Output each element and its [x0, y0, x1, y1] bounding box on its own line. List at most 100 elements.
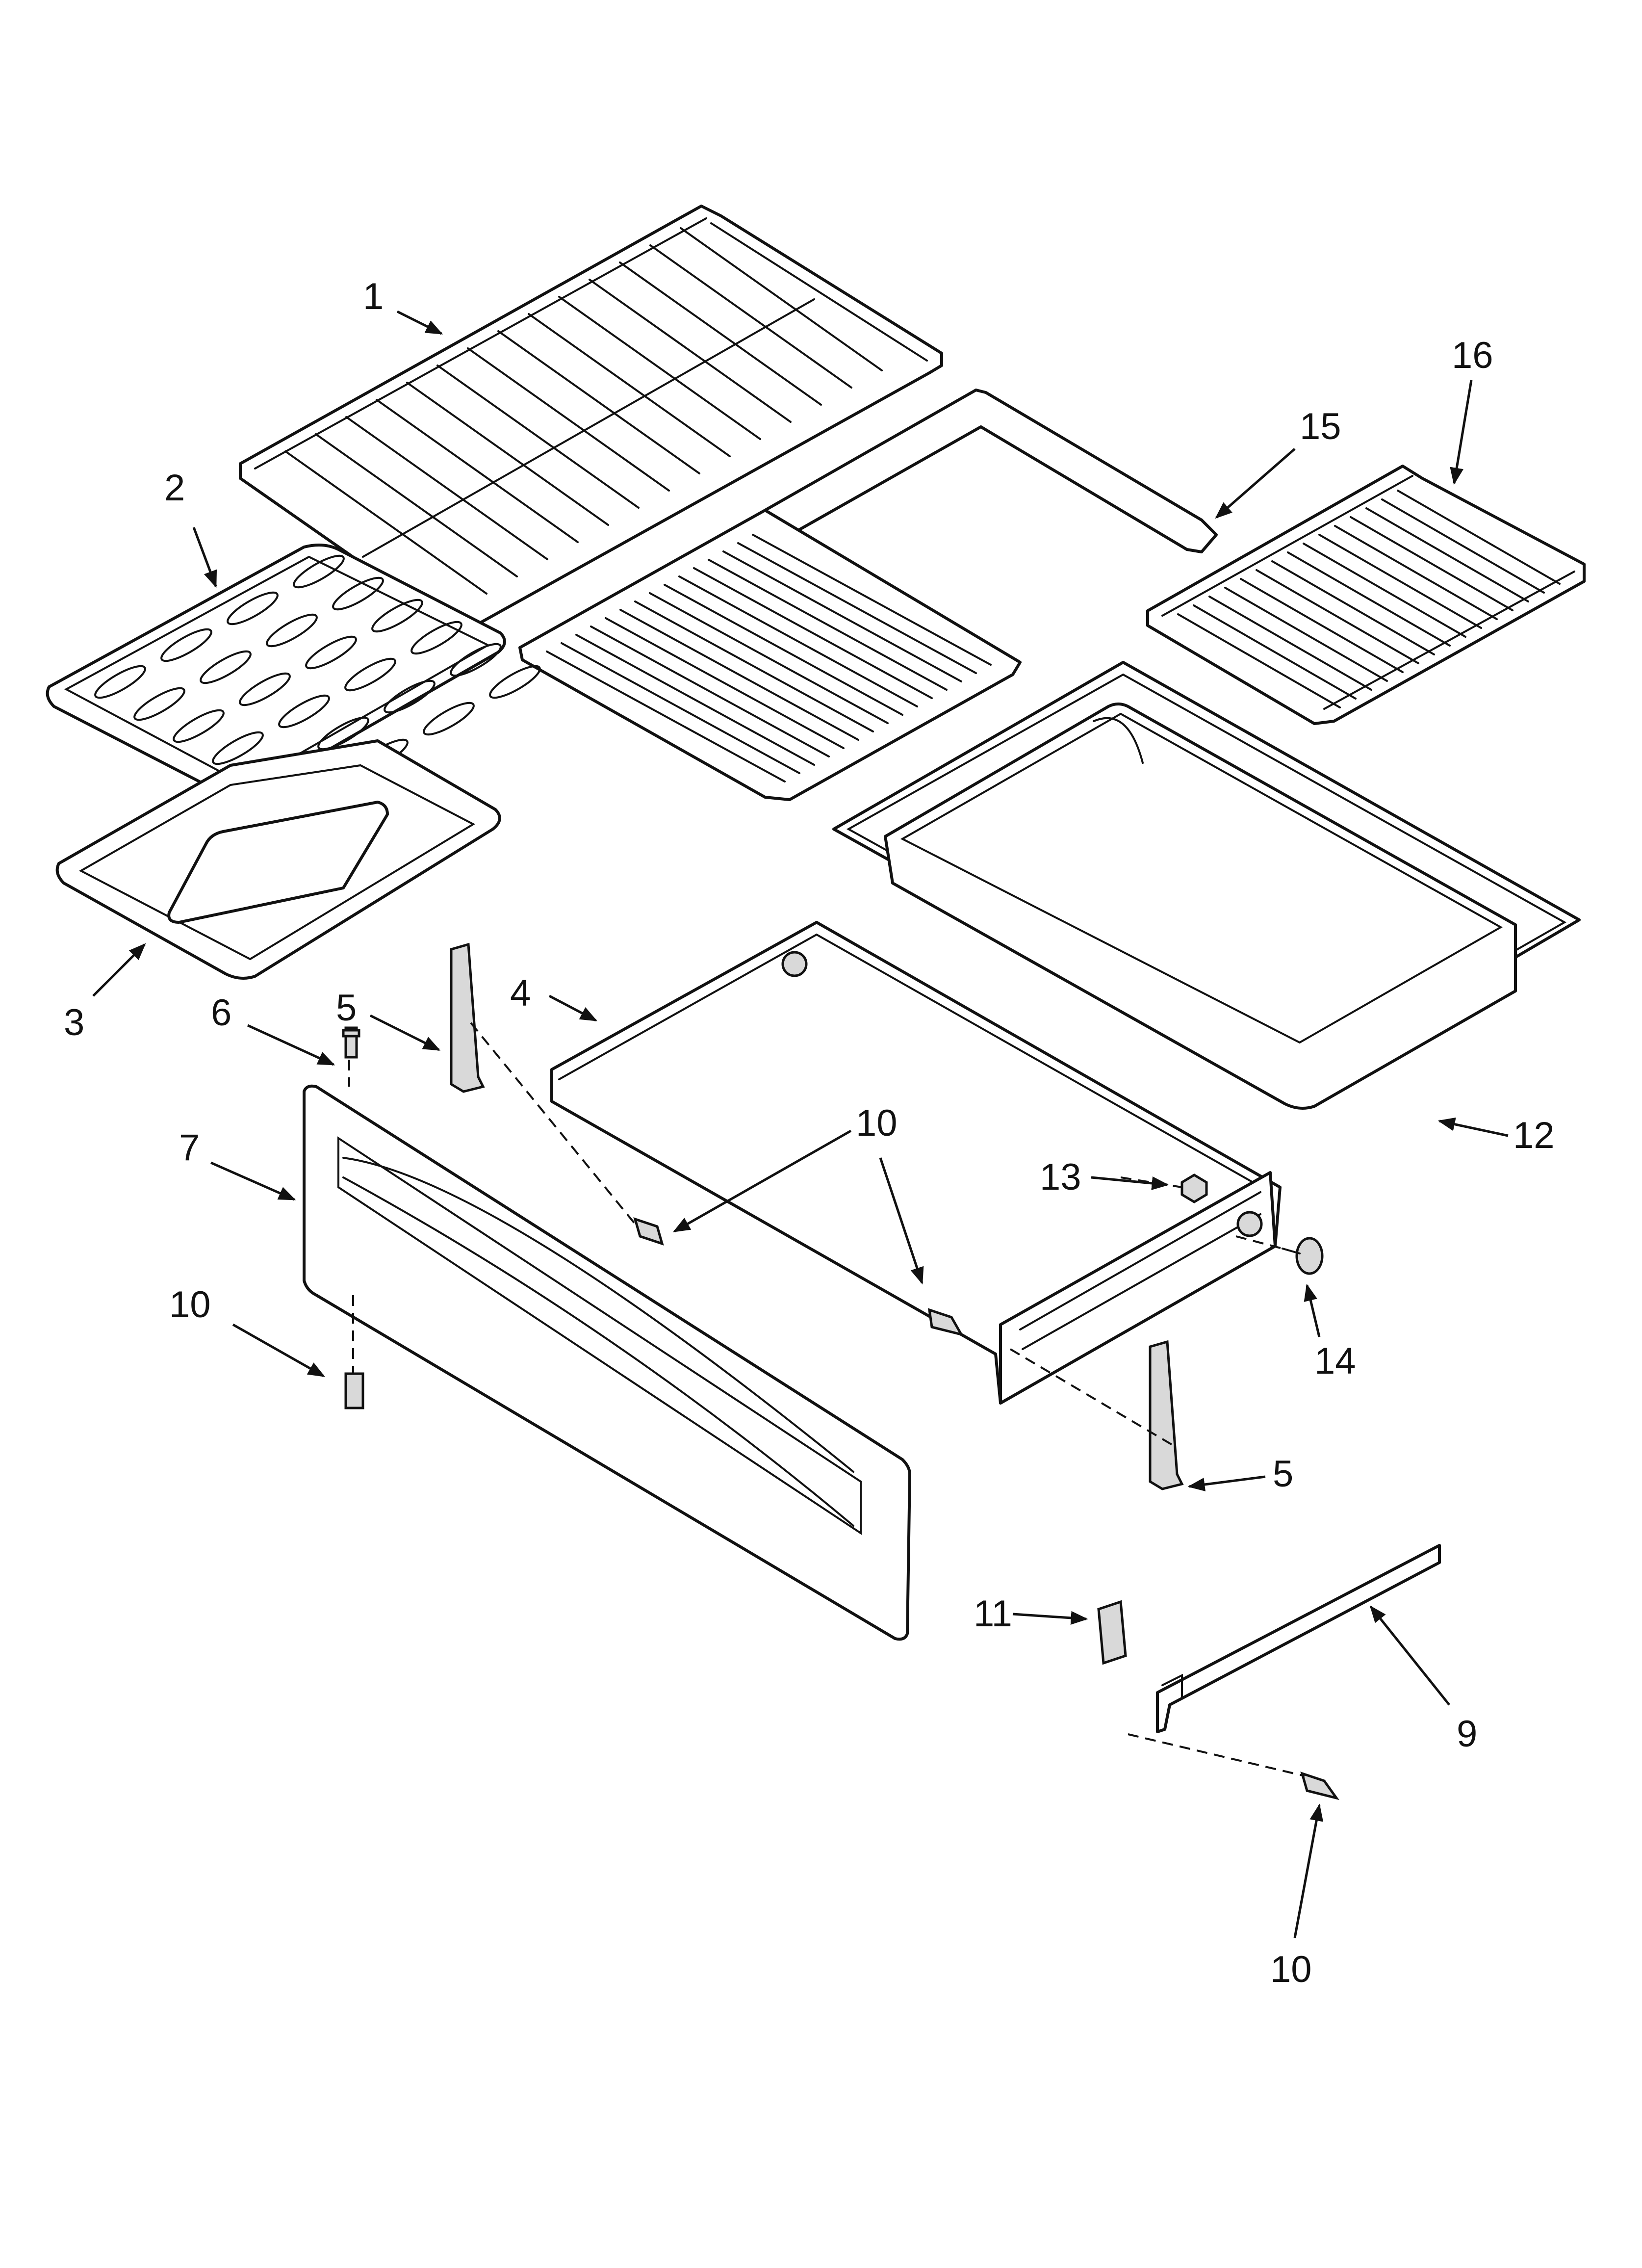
grid-slot	[305, 635, 357, 670]
rack-wire	[678, 575, 918, 707]
callout-12: 12	[1513, 1115, 1555, 1156]
rack-wire	[1303, 543, 1466, 638]
nut	[1180, 1173, 1208, 1203]
rack-wire	[590, 626, 830, 757]
screw-part-6	[342, 1026, 360, 1059]
rack-wire	[284, 450, 487, 595]
rack-wire	[1397, 490, 1561, 585]
rack-wire	[664, 584, 903, 716]
callout-10c: 10	[1270, 1949, 1312, 1990]
rack-wire	[561, 642, 800, 774]
small-rack	[1146, 465, 1586, 725]
rack-wire	[649, 592, 889, 724]
callout-10b: 10	[169, 1284, 211, 1326]
drawer-rail	[1156, 1544, 1441, 1733]
grid-slot	[410, 621, 462, 655]
rack-wire	[546, 651, 786, 782]
rack-wire	[1177, 613, 1341, 708]
grid-slot	[266, 613, 318, 648]
grid-slot	[344, 657, 396, 692]
grid-slot	[489, 665, 541, 699]
rack-wire	[619, 261, 822, 406]
callout-11: 11	[974, 1593, 1012, 1635]
rack-wire	[406, 382, 609, 526]
callout-13: 13	[1040, 1156, 1081, 1198]
callout-5b: 5	[1273, 1453, 1293, 1495]
callout-15: 15	[1300, 406, 1341, 447]
rack-wire	[1208, 596, 1372, 691]
rack-wire	[436, 365, 640, 509]
rack-wire	[605, 617, 845, 749]
grid-slot	[450, 643, 502, 677]
screw-part-10-b	[927, 1308, 964, 1336]
grid-slot	[293, 554, 345, 589]
grid-slot	[278, 694, 330, 729]
rack-wire	[497, 330, 700, 474]
callout-16: 16	[1452, 335, 1493, 376]
callout-3: 3	[64, 1002, 84, 1043]
broiler-pan	[55, 739, 501, 980]
callout-4: 4	[510, 972, 531, 1014]
grid-slot	[94, 665, 146, 699]
grid-slot	[332, 576, 384, 611]
drawer-front-panel	[303, 1084, 911, 1641]
grid-slot	[317, 716, 369, 751]
rack-wire	[1350, 516, 1514, 611]
leader-lines	[92, 310, 1509, 1938]
callout-6: 6	[211, 992, 231, 1034]
callout-10a: 10	[856, 1102, 898, 1144]
grid-slot	[384, 679, 436, 714]
drawer-body	[550, 921, 1282, 1405]
rack-wire	[589, 279, 792, 423]
grid-slot	[239, 672, 291, 706]
callout-5a: 5	[336, 987, 357, 1029]
rack-wire	[575, 634, 815, 766]
callout-labels: 1 2 3 4 5 5 6 7 9 10 10 10 10 11 12 13 1…	[64, 276, 1555, 1990]
rack-support-rod	[764, 389, 1218, 553]
grid-slot	[371, 599, 423, 633]
callout-9: 9	[1457, 1713, 1477, 1755]
rack-wire	[1193, 604, 1357, 700]
grid-slot	[200, 650, 252, 684]
drawer-roller	[1282, 1237, 1324, 1275]
callout-14: 14	[1314, 1340, 1356, 1382]
grid-slot	[212, 731, 264, 765]
rack-wire	[1381, 498, 1545, 594]
oven-rack-lower	[518, 509, 1022, 801]
screw-part-10-c	[344, 1372, 364, 1409]
grid-slot	[423, 702, 475, 736]
rack-wire	[752, 534, 992, 666]
drawer-clip	[1097, 1600, 1127, 1665]
rack-wire	[649, 244, 852, 389]
callout-7: 7	[179, 1127, 200, 1169]
rack-wire	[1334, 525, 1498, 620]
grid-slot	[133, 687, 185, 721]
rack-wire	[1240, 578, 1404, 673]
rack-wire	[1256, 569, 1419, 664]
oven-rack-upper	[239, 205, 943, 629]
storage-drawer-pan	[832, 661, 1581, 1110]
rack-wire	[315, 433, 518, 577]
slide-bracket-right	[1149, 1340, 1184, 1490]
callout-2: 2	[164, 467, 185, 509]
rack-wire	[1365, 507, 1529, 602]
rack-wire	[693, 567, 933, 699]
screw-part-10-a	[633, 1217, 664, 1246]
rack-wire	[619, 609, 859, 741]
grid-slot	[227, 591, 279, 626]
rack-wire	[680, 227, 883, 371]
rack-wire	[1224, 587, 1388, 682]
grid-slot	[173, 709, 225, 743]
rack-wire	[634, 600, 874, 732]
rack-wire	[737, 542, 977, 674]
rack-wire	[528, 313, 731, 457]
rack-wire	[722, 550, 962, 682]
rack-wire	[708, 559, 948, 691]
rack-wire	[1287, 551, 1451, 647]
rack-wire	[1271, 560, 1435, 655]
screw-part-10-d	[1300, 1772, 1339, 1800]
rack-wire	[1318, 534, 1482, 629]
slide-bracket-left	[450, 942, 485, 1093]
assembly-lines	[348, 1022, 1305, 1777]
